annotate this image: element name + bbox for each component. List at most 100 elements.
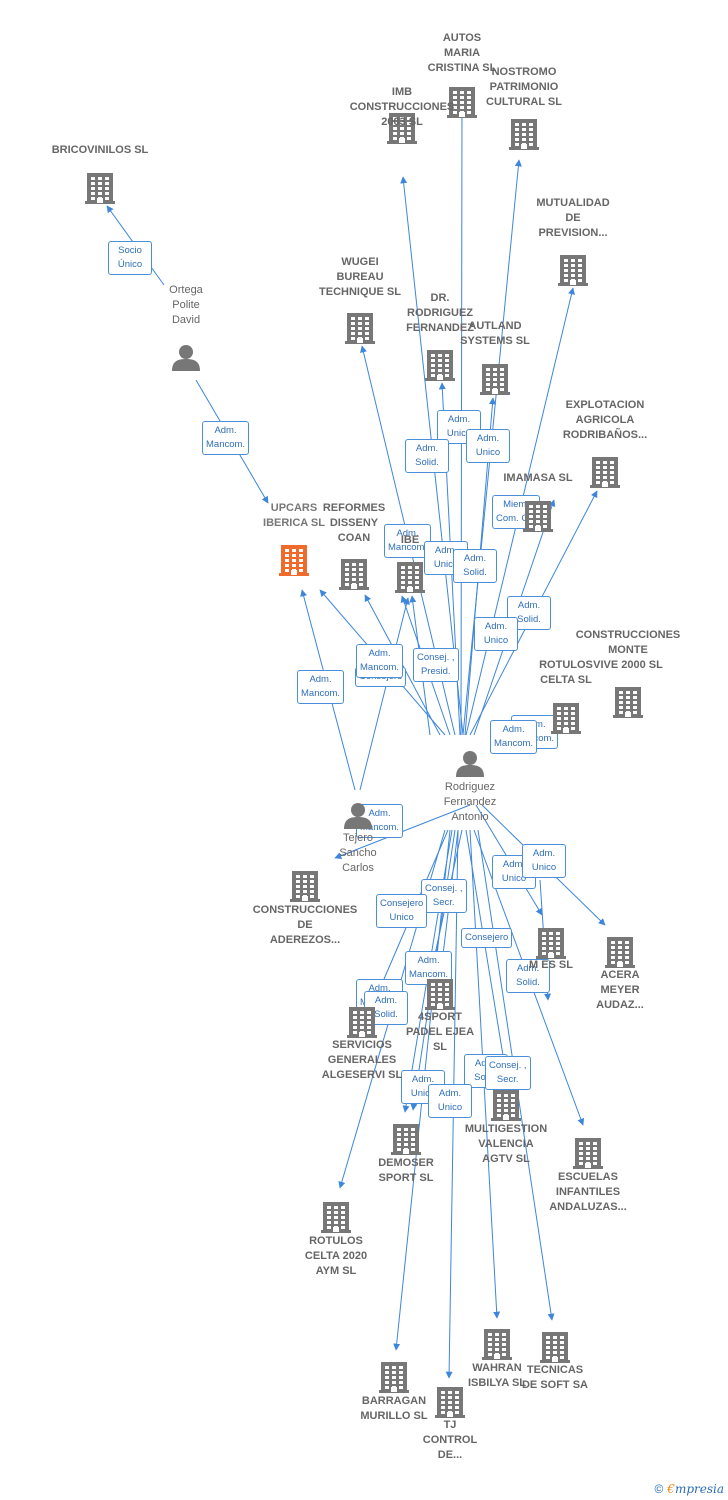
- company-node[interactable]: ROTULOS CELTA 2020 AYM SL: [281, 1234, 391, 1279]
- building-icon[interactable]: [491, 1086, 521, 1126]
- node-label: DEMOSER SPORT SL: [378, 1157, 434, 1184]
- company-node[interactable]: BRICOVINILOS SL: [45, 143, 155, 158]
- building-icon[interactable]: [590, 453, 620, 493]
- company-node[interactable]: DR. RODRIGUEZ FERNANDEZ: [385, 291, 495, 336]
- node-label: REFORMES DISSENY COAN: [322, 502, 386, 544]
- company-node[interactable]: DEMOSER SPORT SL: [351, 1156, 461, 1186]
- building-icon[interactable]: [447, 83, 477, 123]
- company-node[interactable]: WUGEI BUREAU TECHNIQUE SL: [305, 255, 415, 300]
- node-label: NOSTROMO PATRIMONIO CULTURAL SL: [486, 66, 562, 108]
- company-node[interactable]: EXPLOTACION AGRICOLA RODRIBAÑOS...: [550, 398, 660, 443]
- building-icon[interactable]: [482, 1325, 512, 1365]
- relationship-label[interactable]: Adm. Unico: [522, 844, 566, 878]
- company-node[interactable]: MUTUALIDAD DE PREVISION...: [518, 196, 628, 241]
- company-node[interactable]: IMB CONSTRUCCIONES 2003 SL: [347, 85, 457, 130]
- relationship-label[interactable]: Adm. Unico: [466, 429, 510, 463]
- building-icon[interactable]: [395, 558, 425, 598]
- building-icon[interactable]: [523, 497, 553, 537]
- building-icon[interactable]: [613, 683, 643, 723]
- building-icon[interactable]: [425, 975, 455, 1015]
- building-icon[interactable]: [435, 1383, 465, 1423]
- person-icon[interactable]: [456, 749, 484, 782]
- building-icon[interactable]: [85, 169, 115, 209]
- company-node[interactable]: BARRAGAN MURILLO SL: [339, 1394, 449, 1424]
- node-label: M ES SL: [528, 959, 573, 971]
- building-icon[interactable]: [339, 555, 369, 595]
- node-label: IMB CONSTRUCCIONES 2003 SL: [349, 86, 455, 128]
- relationship-label[interactable]: Adm. Solid.: [453, 549, 497, 583]
- company-node[interactable]: CONSTRUCCIONES DE ADEREZOS...: [250, 903, 360, 948]
- company-node[interactable]: ESCUELAS INFANTILES ANDALUZAS...: [533, 1170, 643, 1215]
- node-label: CONSTRUCCIONES MONTE VIVE 2000 SL: [575, 629, 681, 671]
- building-icon[interactable]: [345, 309, 375, 349]
- relationship-label[interactable]: Adm. Mancom.: [297, 670, 345, 704]
- relationship-label[interactable]: Adm. Solid.: [506, 959, 550, 993]
- building-icon[interactable]: [279, 541, 309, 581]
- node-label: SERVICIOS GENERALES ALGESERVI SL: [321, 1039, 403, 1081]
- person-node[interactable]: Ortega Polite David: [131, 283, 241, 328]
- relationship-label[interactable]: Socio Único: [108, 241, 152, 275]
- building-icon[interactable]: [540, 1328, 570, 1368]
- relationship-label[interactable]: Consej. , Secr.: [421, 879, 467, 913]
- person-icon[interactable]: [172, 343, 200, 376]
- company-node[interactable]: NOSTROMO PATRIMONIO CULTURAL SL: [469, 65, 579, 110]
- relationship-arrow: [465, 829, 511, 1087]
- node-label: TJ CONTROL DE...: [422, 1419, 478, 1461]
- node-label: AUTLAND SYSTEMS SL: [460, 320, 530, 347]
- building-icon[interactable]: [573, 1134, 603, 1174]
- relationship-label[interactable]: Adm. Unico: [428, 1084, 472, 1118]
- company-node[interactable]: AUTLAND SYSTEMS SL: [440, 319, 550, 349]
- relationship-label[interactable]: Adm. Solid.: [405, 439, 449, 473]
- company-node[interactable]: M ES SL: [496, 958, 606, 973]
- building-icon[interactable]: [387, 109, 417, 149]
- building-icon[interactable]: [321, 1198, 351, 1238]
- node-label: Ortega Polite David: [169, 284, 203, 326]
- company-node[interactable]: ROTULOS CELTA SL: [511, 658, 621, 688]
- building-icon[interactable]: [558, 251, 588, 291]
- company-node[interactable]: TJ CONTROL DE...: [395, 1418, 505, 1463]
- building-icon[interactable]: [391, 1120, 421, 1160]
- company-node[interactable]: IMAMASA SL: [483, 471, 593, 486]
- building-icon[interactable]: [425, 346, 455, 386]
- company-node[interactable]: TECNICAS DE SOFT SA: [500, 1363, 610, 1393]
- node-label: CONSTRUCCIONES DE ADEREZOS...: [252, 904, 358, 946]
- relationship-label[interactable]: Adm. Mancom.: [490, 720, 538, 754]
- building-icon[interactable]: [551, 699, 581, 739]
- relationship-label[interactable]: Adm. Mancom.: [384, 524, 432, 558]
- person-node[interactable]: Tejero Sancho Carlos: [303, 831, 413, 876]
- company-node[interactable]: AUTOS MARIA CRISTINA SL: [407, 31, 517, 76]
- node-label: BARRAGAN MURILLO SL: [360, 1395, 428, 1422]
- person-node[interactable]: Rodriguez Fernandez Antonio: [415, 780, 525, 825]
- building-icon[interactable]: [347, 1003, 377, 1043]
- node-label: EXPLOTACION AGRICOLA RODRIBAÑOS...: [562, 399, 648, 441]
- relationship-label[interactable]: Adm. Mancom.: [356, 644, 404, 678]
- relationship-label[interactable]: Consejero: [461, 928, 513, 948]
- company-node[interactable]: CONSTRUCCIONES MONTE VIVE 2000 SL: [573, 628, 683, 673]
- building-icon[interactable]: [605, 933, 635, 973]
- brand-initial: €: [667, 1482, 675, 1496]
- company-node[interactable]: REFORMES DISSENY COAN: [299, 501, 409, 546]
- company-node[interactable]: SERVICIOS GENERALES ALGESERVI SL: [307, 1038, 417, 1083]
- node-label: UPCARS IBERICA SL: [263, 502, 325, 529]
- relationship-label[interactable]: Adm. Mancom.: [202, 421, 250, 455]
- company-node[interactable]: WAHRAN ISBILYA SL: [442, 1361, 552, 1391]
- company-node[interactable]: IBE: [355, 533, 465, 548]
- relationship-label[interactable]: Consejero Unico: [376, 894, 428, 928]
- building-icon[interactable]: [290, 867, 320, 907]
- person-icon[interactable]: [344, 801, 372, 834]
- node-label: IMAMASA SL: [503, 472, 573, 484]
- company-node[interactable]: 4SPORT PADEL EJEA SL: [385, 1010, 495, 1055]
- company-node[interactable]: ACERA MEYER AUDAZ...: [565, 968, 675, 1013]
- building-icon[interactable]: [536, 924, 566, 964]
- building-icon[interactable]: [379, 1358, 409, 1398]
- relationship-label[interactable]: Consej. , Secr.: [485, 1056, 531, 1090]
- building-icon[interactable]: [509, 115, 539, 155]
- company-node[interactable]: UPCARS IBERICA SL: [239, 501, 349, 531]
- relationship-label[interactable]: Adm. Unico: [474, 617, 518, 651]
- relationship-label[interactable]: Consej. , Presid.: [413, 648, 459, 682]
- building-icon[interactable]: [480, 360, 510, 400]
- company-node[interactable]: MULTIGESTION VALENCIA AGTV SL: [451, 1122, 561, 1167]
- node-label: AUTOS MARIA CRISTINA SL: [427, 32, 497, 74]
- node-label: MULTIGESTION VALENCIA AGTV SL: [464, 1123, 548, 1165]
